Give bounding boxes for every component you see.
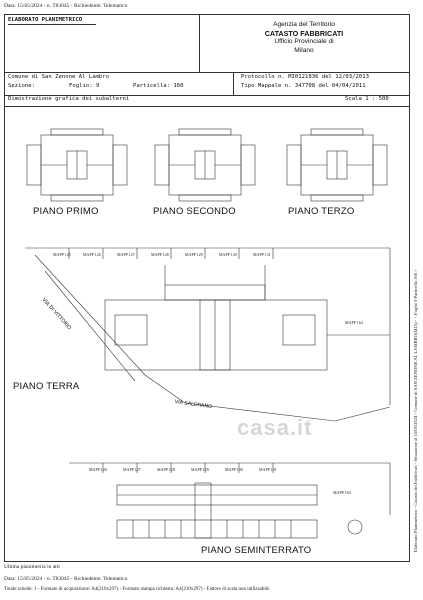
mapp-semi-1: MAPP 126: [89, 467, 107, 472]
label-piano-seminterrato: PIANO SEMINTERRATO: [201, 545, 312, 556]
tipo-mappale-label: Tipo Mappale n. 347708 del 04/04/2011: [241, 83, 366, 89]
mapp-semi-4: MAPP 129: [191, 467, 209, 472]
ufficio-provinciale: Ufficio Provinciale di: [274, 38, 334, 45]
dimostrazione-label: Dimostrazione grafica dei subalterni: [8, 96, 130, 102]
agency-name: Agenzia del Territorio: [273, 21, 335, 28]
watermark-logo: casa.it: [237, 415, 313, 440]
label-piano-terra: PIANO TERRA: [13, 381, 80, 392]
label-piano-terzo: PIANO TERZO: [288, 206, 355, 217]
elaborato-title: ELABORATO PLANIMETRICO: [8, 17, 96, 25]
mapp-semi-3: MAPP 128: [157, 467, 175, 472]
mapp-terra-3: MAPP 127: [117, 252, 135, 257]
mapp-terra-6: MAPP 130: [219, 252, 237, 257]
side-caption: Elaborato Planimetrico - Catasto dei Fab…: [413, 269, 418, 552]
plan-secondo: [154, 128, 256, 202]
mapp-side-terra: MAPP 164: [345, 320, 363, 325]
info-row-comune: Comune di San Zenone Al Lambro Sezione: …: [5, 72, 409, 96]
info-row-dimostrazione: Dimostrazione grafica dei subalterni Sca…: [5, 95, 409, 107]
info-divider: [233, 72, 234, 95]
ufficio-city: Milano: [294, 46, 314, 54]
plan-primo: [26, 128, 128, 202]
comune-label: Comune di San Zenone Al Lambro: [8, 74, 110, 80]
plan-terzo: [286, 128, 388, 202]
mapp-terra-4: MAPP 128: [151, 252, 169, 257]
scala-label: Scala 1 : 500: [345, 96, 389, 102]
footer-schede: Totale schede: 1 - Formato di acquisizio…: [4, 587, 270, 592]
header-right-box: Agenzia del Territorio CATASTO FABBRICAT…: [199, 15, 409, 73]
catasto-fabbricati: CATASTO FABBRICATI: [264, 28, 344, 38]
footer-ultima-planimetria: Ultima planimetria in atti: [4, 564, 60, 570]
mapp-side-semi: MAPP 164: [333, 490, 351, 495]
mapp-semi-2: MAPP 127: [123, 467, 141, 472]
mapp-semi-5: MAPP 130: [225, 467, 243, 472]
mapp-terra-2: MAPP 126: [83, 252, 101, 257]
mapp-terra-1: MAPP 125: [53, 252, 71, 257]
foglio-label: Foglio: 9: [69, 83, 100, 89]
header-left-box: ELABORATO PLANIMETRICO: [5, 15, 200, 73]
sezione-label: Sezione:: [8, 83, 35, 89]
document-sheet: ELABORATO PLANIMETRICO Agenzia del Terri…: [4, 14, 410, 562]
footer-stamp: Data: 15/05/2024 - n. T83045 - Richieden…: [4, 576, 128, 582]
label-piano-secondo: PIANO SECONDO: [153, 206, 236, 217]
top-stamp: Data: 15/05/2024 - n. T83045 - Richieden…: [4, 3, 128, 9]
mapp-terra-7: MAPP 131: [253, 252, 271, 257]
floor-plans-drawing: [25, 128, 391, 539]
label-piano-primo: PIANO PRIMO: [33, 206, 99, 217]
mapp-terra-5: MAPP 129: [185, 252, 203, 257]
plan-terra: [25, 247, 391, 422]
plan-seminterrato: [69, 462, 391, 539]
particella-label: Particella: 160: [133, 83, 184, 89]
protocollo-label: Protocollo n. MI0121836 del 12/03/2013: [241, 74, 369, 80]
mapp-semi-6: MAPP 131: [259, 467, 277, 472]
